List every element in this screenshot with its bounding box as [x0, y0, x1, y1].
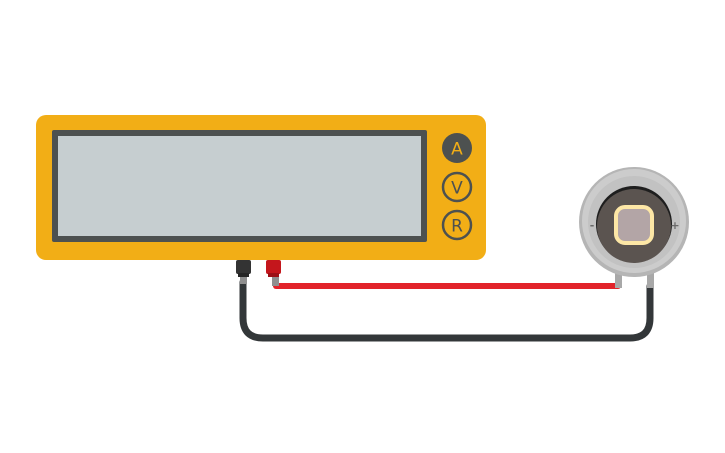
- mode-label-a: A: [451, 140, 463, 160]
- mode-label-r: R: [451, 217, 463, 237]
- display-screen: [58, 136, 421, 236]
- terminal-label-negative: -: [590, 219, 595, 232]
- sensor-window: [614, 205, 654, 245]
- multimeter[interactable]: A V R: [0, 0, 486, 260]
- photodiode-sensor[interactable]: - +: [579, 167, 689, 288]
- mode-button-ohmmeter[interactable]: R: [441, 209, 473, 241]
- terminal-label-positive: +: [670, 219, 679, 232]
- mode-button-voltmeter[interactable]: V: [441, 171, 473, 203]
- sensor-leg-positive: [647, 264, 654, 288]
- black-wire[interactable]: [239, 278, 654, 342]
- probe-positive-red[interactable]: [266, 260, 281, 286]
- mode-button-ammeter[interactable]: A: [442, 133, 472, 163]
- sensor-leg-negative: [615, 264, 622, 288]
- mode-label-v: V: [451, 179, 463, 199]
- probe-com-black[interactable]: [236, 260, 251, 284]
